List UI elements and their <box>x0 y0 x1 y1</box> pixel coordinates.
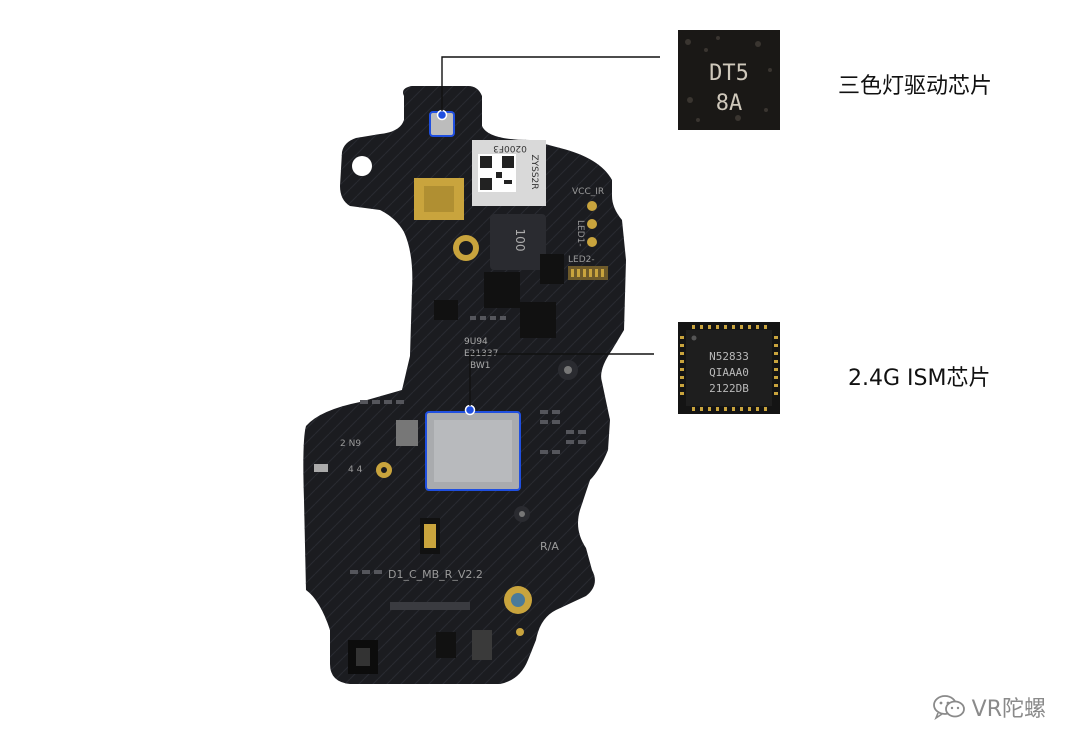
vcc-ir-label: VCC_IR <box>572 187 604 197</box>
ism-marking-line3: 2122DB <box>709 382 749 395</box>
watermark: VR陀螺 <box>932 691 1046 723</box>
watermark-text: VR陀螺 <box>971 697 1046 722</box>
board-version-label: D1_C_MB_R_V2.2 <box>388 568 483 581</box>
silk-mark-3: BW1 <box>470 361 490 371</box>
ra-label: R/A <box>540 540 559 553</box>
led-driver-chip-thumbnail: DT5 8A <box>678 30 780 130</box>
led-driver-marking-line2: 8A <box>716 91 743 116</box>
crystal <box>396 420 418 446</box>
silk-mark-4: 2 N9 <box>340 439 361 449</box>
led-driver-leader-line <box>441 56 660 111</box>
qr-label-text: 0200F3 <box>493 143 527 153</box>
power-ic <box>484 272 520 308</box>
led1-label: LED1- <box>575 220 585 247</box>
ism-marker-dot <box>464 404 476 416</box>
inductor <box>490 214 546 270</box>
wechat-icon <box>932 695 965 720</box>
ism-chip-thumbnail: N52833 QIAAA0 2122DB <box>678 322 780 414</box>
led-driver-marker-dot <box>436 109 448 121</box>
led2-label: LED2- <box>568 255 595 265</box>
qr-label: 0200F3 ZYSS2R <box>472 140 546 206</box>
led-driver-label: 三色灯驱动芯片 <box>838 74 993 99</box>
led-driver-marking-line1: DT5 <box>709 61 749 86</box>
ism-marking-line1: N52833 <box>709 350 749 363</box>
ism-chip-label: 2.4G ISM芯片 <box>848 366 991 391</box>
silk-mark-5: 4 4 <box>348 465 363 475</box>
qr-side-text: ZYSS2R <box>529 154 539 189</box>
ism-leader-line <box>469 353 654 406</box>
mounting-hole <box>352 156 372 176</box>
inductor-mark: 100 <box>513 229 527 252</box>
ism-marking-line2: QIAAA0 <box>709 366 749 379</box>
silk-mark-1: 9U94 <box>464 337 488 347</box>
